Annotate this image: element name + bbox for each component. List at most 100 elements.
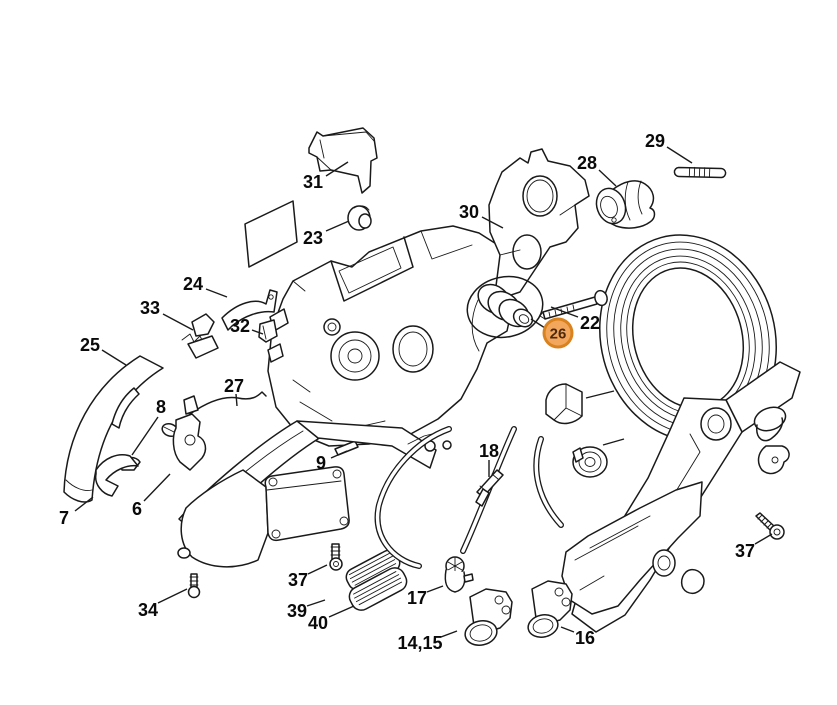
- assembly-line: [602, 438, 625, 446]
- housing-outline: [488, 148, 590, 298]
- part-label-32[interactable]: 32: [230, 316, 250, 336]
- tee-collars: [479, 473, 499, 492]
- stud-threads: [688, 166, 711, 178]
- clamp-ring-inner: [532, 618, 554, 634]
- leader-25: [101, 349, 127, 366]
- leader-9: [330, 450, 348, 459]
- leader-31: [325, 161, 349, 177]
- part-label-39[interactable]: 39: [287, 601, 307, 621]
- part-screw-37-left: [329, 543, 343, 571]
- boss-a: [268, 477, 278, 487]
- clamp-ring-inner: [469, 624, 493, 642]
- boss-c: [339, 516, 349, 526]
- vent-nipple: [463, 573, 474, 583]
- bushing-tab: [572, 447, 584, 463]
- leader-16: [560, 626, 575, 633]
- cylinder-lines: [420, 230, 473, 260]
- part-label-27[interactable]: 27: [224, 376, 244, 396]
- part-handle-frame: [561, 361, 801, 633]
- part-pin-9: [334, 440, 359, 456]
- leader-39: [306, 599, 326, 607]
- part-handle-molding-25: [63, 355, 164, 503]
- oil-hole-inner: [327, 322, 337, 332]
- badge-fill[interactable]: [545, 320, 571, 346]
- screw-threads: [330, 546, 341, 556]
- tee-branch: [475, 488, 490, 507]
- leader-17: [426, 585, 444, 593]
- part-screw-34: [187, 573, 201, 599]
- part-crankcase: [267, 225, 514, 447]
- block-plug: [680, 568, 705, 594]
- part-label-16[interactable]: 16: [575, 628, 595, 648]
- part-label-22[interactable]: 22: [580, 313, 600, 333]
- piece-b: [187, 335, 219, 359]
- part-label-30[interactable]: 30: [459, 202, 479, 222]
- bracket-hole-a: [554, 587, 564, 597]
- top-opening: [330, 236, 414, 302]
- leader-28: [598, 169, 617, 187]
- part-label-34[interactable]: 34: [138, 600, 158, 620]
- pad-ribs: [348, 552, 397, 586]
- part-block-32: [258, 319, 278, 343]
- top-opening-inner: [338, 246, 402, 294]
- highlight-circle: [466, 275, 544, 339]
- leader-8: [131, 416, 159, 456]
- part-sticker-label: [244, 200, 298, 268]
- screw-head-socket: [773, 528, 781, 536]
- screw-shaft: [331, 543, 340, 560]
- assembly-line: [585, 390, 615, 399]
- part-label-6[interactable]: 6: [132, 499, 142, 519]
- leader-29: [666, 146, 693, 164]
- part-label-14-15[interactable]: 14,15: [397, 633, 442, 653]
- block-step-lines: [574, 515, 651, 591]
- hose-right-core: [534, 437, 563, 527]
- stud-shaft: [673, 166, 727, 179]
- shroud-edge: [316, 131, 375, 171]
- screw-threads: [757, 514, 772, 529]
- part-label-37-left[interactable]: 37: [288, 570, 308, 590]
- part-label-40[interactable]: 40: [308, 613, 328, 633]
- leader-37-right: [754, 533, 773, 545]
- part-label-28[interactable]: 28: [577, 153, 597, 173]
- piece-a: [191, 313, 215, 337]
- leader-34: [157, 588, 188, 604]
- leader-22: [550, 306, 579, 318]
- screw-threads: [189, 576, 199, 586]
- leader-33: [162, 313, 194, 331]
- part-tee-fitting-18: [475, 469, 504, 507]
- bushing-inner: [584, 457, 596, 467]
- part-lever-24: [221, 289, 278, 331]
- part-label-8[interactable]: 8: [156, 397, 166, 417]
- part-boot-28: [595, 180, 656, 229]
- housing-folds: [499, 204, 576, 256]
- boot-flange-hole: [600, 195, 618, 219]
- leader-7: [74, 496, 94, 512]
- molding-slot: [111, 387, 140, 429]
- part-brake-lever-33: [181, 313, 219, 359]
- part-label-17[interactable]: 17: [407, 588, 427, 608]
- part-label-29[interactable]: 29: [645, 131, 665, 151]
- badge-number[interactable]: 26: [550, 326, 567, 343]
- part-label-31[interactable]: 31: [303, 172, 323, 192]
- part-label-33[interactable]: 33: [140, 298, 160, 318]
- selected-part-badge[interactable]: 26: [542, 317, 574, 349]
- elbow-face: [553, 383, 583, 421]
- part-av-buffer-26: [477, 283, 534, 328]
- part-label-7[interactable]: 7: [59, 508, 69, 528]
- interlock-body: [94, 454, 139, 497]
- part-label-24[interactable]: 24: [183, 274, 203, 294]
- part-grip-pad-40: [348, 567, 408, 611]
- block-outline: [258, 319, 278, 343]
- elbow-outline: [545, 383, 583, 425]
- part-label-37-right[interactable]: 37: [735, 541, 755, 561]
- crankcase-outline: [267, 225, 514, 447]
- part-label-9[interactable]: 9: [316, 453, 326, 473]
- pin-body: [334, 440, 359, 456]
- leader-24: [205, 288, 228, 298]
- housing-hole-top: [522, 175, 558, 217]
- part-label-18[interactable]: 18: [479, 441, 499, 461]
- part-label-25[interactable]: 25: [80, 335, 100, 355]
- part-label-23[interactable]: 23: [303, 228, 323, 248]
- grommet-lip: [353, 205, 370, 211]
